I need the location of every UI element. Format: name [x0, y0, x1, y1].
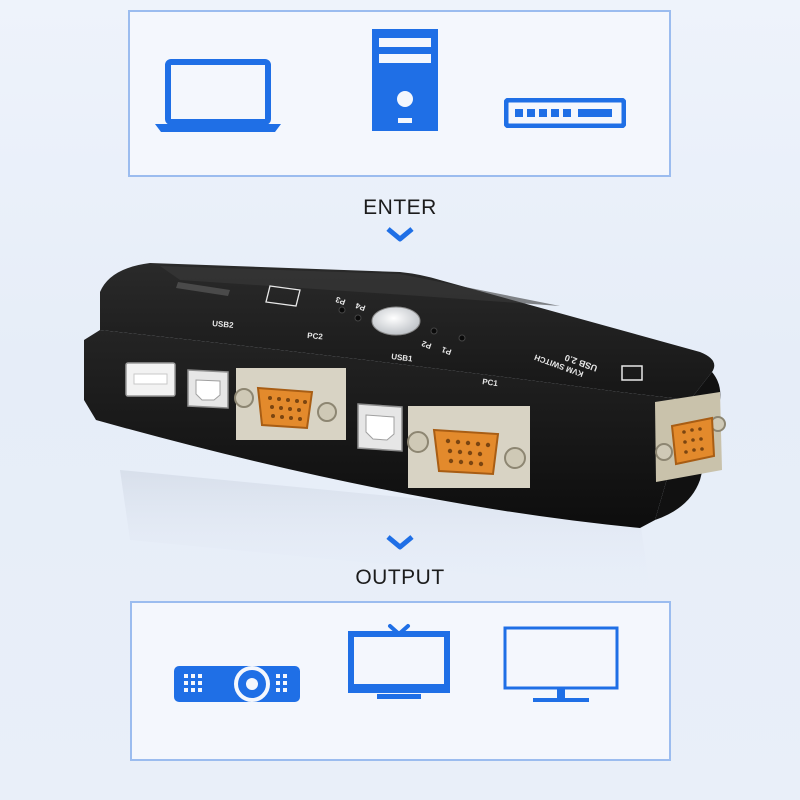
- tv-icon: [348, 624, 450, 699]
- led-label-p2: P2: [420, 339, 433, 351]
- projector-icon: [174, 666, 300, 702]
- chevron-down-icon: [386, 227, 414, 242]
- rating-label-icon: [176, 282, 230, 296]
- laptop-icon: [155, 59, 281, 132]
- port-select-button: [371, 306, 421, 336]
- vga-port-2: [234, 368, 346, 440]
- desktop-tower-icon: [372, 29, 438, 131]
- label-usb1: USB1: [391, 352, 414, 364]
- brand-logo-icon: [265, 285, 301, 307]
- usb-b-port-1: [357, 403, 403, 452]
- led-label-p3: P3: [334, 295, 347, 307]
- led-label-p1: P1: [440, 345, 453, 357]
- vga-output-port: [655, 392, 726, 482]
- vga-port-1: [407, 406, 530, 488]
- led-indicators: [338, 306, 466, 342]
- network-switch-icon: [504, 98, 626, 128]
- label-pc1: PC1: [482, 377, 499, 388]
- monitor-logo-icon: [621, 365, 643, 381]
- led-label-p4: P4: [354, 301, 367, 313]
- usb-b-port-2: [187, 369, 229, 409]
- label-usb2: USB2: [212, 319, 235, 330]
- label-pc2: PC2: [307, 331, 324, 341]
- output-label: OUTPUT: [355, 566, 445, 589]
- enter-label: ENTER: [363, 196, 437, 219]
- chevron-down-icon: [386, 535, 414, 550]
- usb-a-port: [125, 362, 176, 397]
- monitor-icon: [503, 626, 619, 702]
